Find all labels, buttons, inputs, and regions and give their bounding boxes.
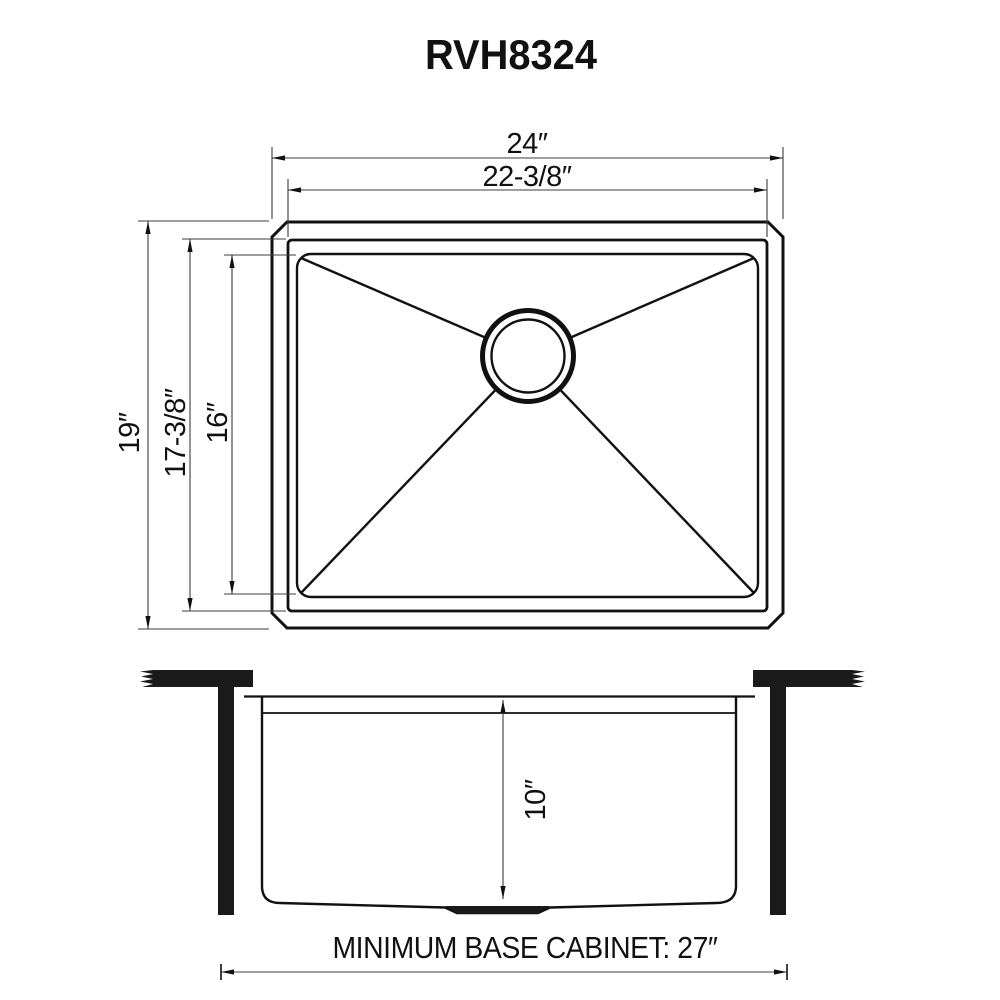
cabinet-wall-right — [770, 687, 786, 915]
dim-17-label: 17-3/8″ — [160, 388, 192, 477]
sink-outer-edge — [270, 220, 785, 630]
dim-16-label: 16″ — [202, 402, 234, 443]
dim-19-label: 19″ — [114, 412, 146, 453]
cabinet-wall-left — [218, 687, 234, 915]
dim-10-label: 10″ — [520, 779, 552, 820]
bowl-slope-line-bottom-right — [527, 355, 755, 594]
sink-rim — [286, 238, 769, 613]
drain-lip — [445, 906, 550, 914]
top-view: 24″ 22-3/8″ 19″ 17-3/8″ 16″ — [114, 128, 785, 630]
sink-bowl — [295, 252, 760, 599]
model-number-title: RVH8324 — [425, 31, 598, 78]
countertop-right — [753, 670, 865, 687]
min-base-cabinet-label: MINIMUM BASE CABINET: 27″ — [333, 930, 718, 965]
dim-24-label: 24″ — [506, 128, 547, 160]
dim-22-label: 22-3/8″ — [483, 161, 572, 193]
sink-body-profile — [260, 697, 738, 915]
side-view: 10″ — [140, 670, 865, 915]
countertop-left — [140, 670, 253, 687]
footer-dimension: MINIMUM BASE CABINET: 27″ — [220, 930, 788, 980]
bowl-slope-line-bottom-left — [300, 355, 529, 594]
drain-inner-circle — [490, 318, 566, 394]
drain-outer-circle — [480, 308, 576, 404]
